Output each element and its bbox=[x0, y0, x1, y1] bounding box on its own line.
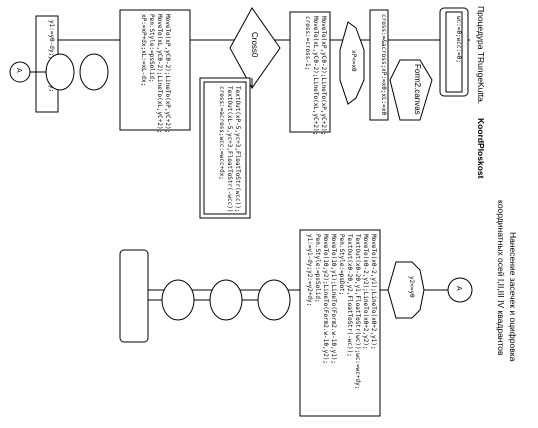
left-connector-label: A bbox=[15, 68, 22, 73]
right-code-line-1: MoveTo(x0-2,y1);LineTo(x0+2,y1); bbox=[370, 234, 377, 350]
left-move-line-1: MoveTo(xP,yC0-2);LineTo(xP,yC+2); bbox=[320, 16, 327, 135]
left-oval-2 bbox=[45, 53, 75, 91]
left-text-block-inner bbox=[203, 81, 247, 215]
left-xp-hexagon-text: xP<=x0 bbox=[350, 50, 357, 72]
right-hexagon-text: y2<=y0 bbox=[408, 276, 415, 298]
left-loop-line-3: Pen.Style:=psSolid; bbox=[148, 14, 155, 83]
right-code-line-3: TextOut(x0-20,y1,FloatToStr(wc));wc:=wc+… bbox=[354, 234, 361, 389]
right-code-line-2: MoveTo(x0-2,y2);LineTo(x0+2,y2); bbox=[362, 234, 369, 350]
left-title-plain: Процедура TRungeKutta. bbox=[476, 6, 486, 104]
left-loop-block bbox=[119, 9, 191, 131]
left-cross-assign-text: cross:=&across;xP:=x0;xL:=x0 bbox=[380, 14, 387, 116]
left-xp-hexagon bbox=[339, 21, 365, 105]
left-y-assign-text: y1:=y0-dy;y2:=y0+dy; bbox=[48, 20, 55, 92]
left-cross-decision-text: Cross0 bbox=[250, 32, 259, 58]
right-code-line-4: TextOut(x0-20,y2,FloatToStr(-wc)); bbox=[346, 234, 353, 357]
right-hexagon bbox=[387, 261, 425, 319]
left-move-line-2: MoveTo(xL,yC0-2);LineTo(xL,yC+2); bbox=[312, 16, 319, 135]
left-oval-1 bbox=[79, 53, 109, 91]
left-canvas-label: Form2.canvas bbox=[413, 64, 422, 115]
right-title-line-1: Нанесение засечек и оцифровка bbox=[508, 232, 518, 362]
right-connector-label: A bbox=[455, 286, 462, 291]
left-params-block bbox=[445, 11, 463, 93]
right-oval-3 bbox=[161, 279, 195, 321]
left-loop-line-4: xP:=xP+dx;xL:=xL-dx; bbox=[140, 14, 147, 86]
right-code-line-5: Pen.Style:=psDot; bbox=[338, 234, 345, 295]
right-code-line-9: y1:=y1-dy;y2:=y2+dy; bbox=[306, 234, 313, 306]
left-title-bold: KoordPloskost bbox=[476, 118, 486, 179]
left-text-line-3: cross:=across;wcc:=wcc+dx; bbox=[218, 86, 225, 180]
left-params-text: wc:=0;wcc:=0; bbox=[455, 16, 462, 63]
right-end-terminal bbox=[119, 249, 149, 343]
left-text-line-2: TextOut(xL-5,yc+3,FloatToStr(-wcc)); bbox=[226, 86, 233, 216]
left-loop-line-1: MoveTo(xP,yC0-2);LineTo(xP,yC+2); bbox=[164, 14, 171, 133]
right-oval-2 bbox=[209, 279, 243, 321]
left-move-block bbox=[289, 11, 331, 133]
right-code-line-6: MoveTo(10,y1);LineTo(Form2.w-10,y1); bbox=[330, 234, 337, 364]
right-code-line-7: MoveTo(10,y2);LineTo(Form2.w-10,y2); bbox=[322, 234, 329, 364]
right-code-block bbox=[299, 229, 381, 417]
right-title-line-2: координатных осей I,II,III IV квадрантов bbox=[496, 200, 506, 356]
left-loop-line-2: MoveTo(xL,yC0-2);LineTo(xL,yC+2); bbox=[156, 14, 163, 133]
left-move-line-3: cross:=cross-1; bbox=[304, 16, 311, 70]
right-oval-1 bbox=[257, 279, 291, 321]
right-code-line-8: Pen.Style:=psSolid; bbox=[314, 234, 321, 303]
left-canvas-shape bbox=[389, 59, 433, 121]
left-cross-assign-block bbox=[369, 9, 389, 121]
left-text-line-1: TextOut(xP-5,yc+3,FloatToStr(wcc)); bbox=[234, 86, 241, 212]
